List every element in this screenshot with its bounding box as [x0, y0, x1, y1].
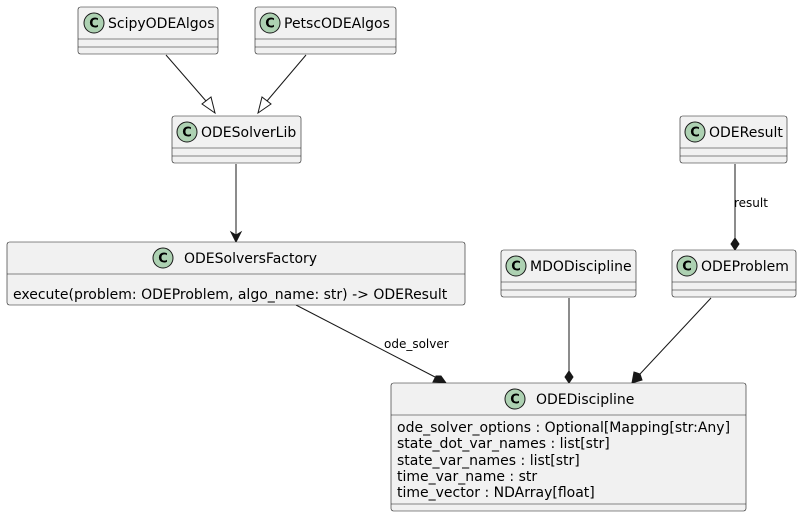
edge-result-to-problem: result	[730, 164, 768, 251]
stereotype-letter: C	[510, 393, 520, 408]
class-scipy-ode-algos[interactable]: C ScipyODEAlgos	[77, 6, 219, 55]
class-method: execute(problem: ODEProblem, algo_name: …	[13, 287, 448, 303]
class-name: ODEDiscipline	[536, 392, 634, 408]
generalization-arrowhead	[201, 96, 216, 115]
stereotype-letter: C	[158, 252, 168, 267]
edge-label-ode-solver: ode_solver	[384, 337, 449, 351]
class-ode-result[interactable]: C ODEResult	[679, 115, 788, 164]
class-c-icon	[684, 121, 706, 143]
class-c-icon	[176, 121, 198, 143]
stereotype-letter: C	[89, 17, 99, 32]
edge-problem-to-discipline	[631, 297, 712, 384]
class-ode-discipline[interactable]: C ODEDiscipline ode_solver_options : Opt…	[390, 382, 747, 512]
class-attribute: ode_solver_options : Optional[Mapping[st…	[397, 420, 730, 436]
stereotype-letter: C	[182, 126, 192, 141]
class-c-icon	[152, 247, 174, 269]
composition-diamond	[631, 371, 643, 384]
class-name: ScipyODEAlgos	[108, 16, 215, 32]
class-name: ODESolversFactory	[184, 251, 317, 267]
composition-diamond	[564, 370, 574, 384]
arrowhead	[229, 230, 243, 244]
class-ode-solver-lib[interactable]: C ODESolverLib	[171, 115, 302, 164]
class-c-icon	[505, 255, 527, 277]
class-attribute: state_dot_var_names : list[str]	[397, 436, 610, 452]
class-c-icon	[676, 255, 698, 277]
class-attribute: time_vector : NDArray[float]	[397, 485, 595, 501]
edge-scipy-to-lib	[165, 54, 216, 115]
stereotype-letter: C	[690, 126, 700, 141]
class-ode-problem[interactable]: C ODEProblem	[671, 249, 797, 298]
class-attribute: time_var_name : str	[397, 469, 537, 485]
class-name: PetscODEAlgos	[284, 16, 390, 32]
edge-petsc-to-lib	[257, 54, 307, 115]
class-ode-solvers-factory[interactable]: C ODESolversFactory execute(problem: ODE…	[6, 241, 466, 306]
class-c-icon	[83, 12, 105, 34]
class-petsc-ode-algos[interactable]: C PetscODEAlgos	[254, 6, 397, 55]
stereotype-letter: C	[511, 260, 521, 275]
composition-diamond	[730, 237, 740, 251]
composition-diamond	[432, 375, 448, 384]
class-attribute: state_var_names : list[str]	[397, 453, 580, 469]
class-name: MDODiscipline	[530, 259, 632, 275]
stereotype-letter: C	[265, 17, 275, 32]
class-name: ODEResult	[709, 125, 783, 141]
edge-mdo-to-discipline	[564, 298, 574, 384]
class-name: ODESolverLib	[201, 125, 296, 141]
class-mdo-discipline[interactable]: C MDODiscipline	[500, 249, 637, 298]
edge-lib-to-factory	[229, 164, 243, 244]
generalization-arrowhead	[257, 96, 272, 115]
class-c-icon	[504, 388, 526, 410]
class-name: ODEProblem	[701, 259, 789, 275]
edge-label-result: result	[734, 196, 768, 210]
class-c-icon	[259, 12, 281, 34]
stereotype-letter: C	[682, 260, 692, 275]
edge-factory-to-discipline: ode_solver	[295, 304, 449, 384]
